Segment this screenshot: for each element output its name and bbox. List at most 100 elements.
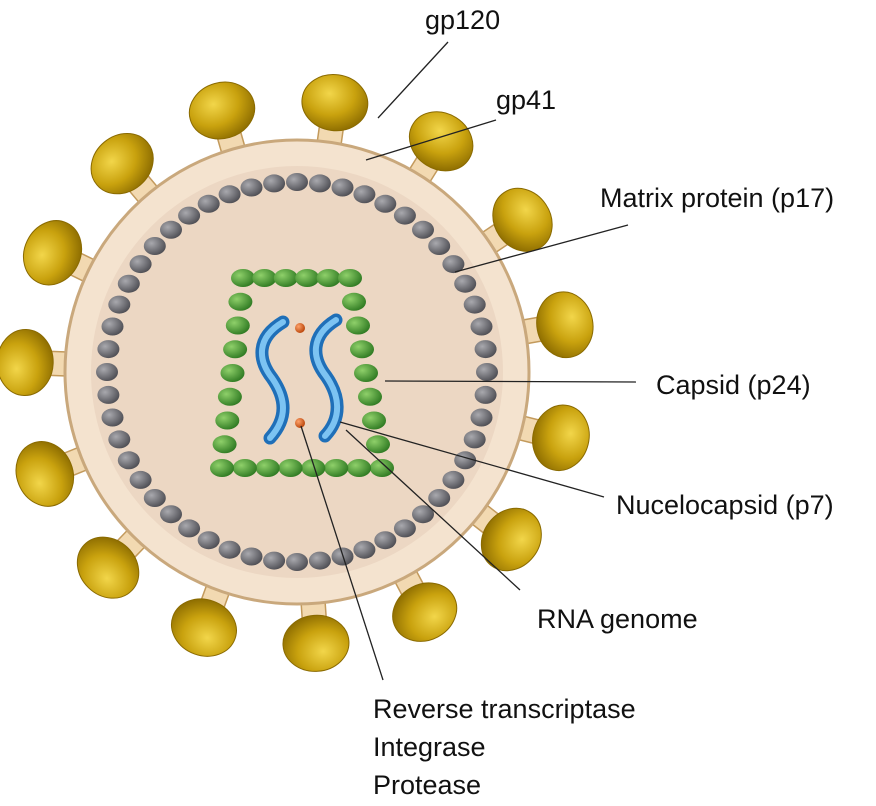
matrix-protein-bead bbox=[428, 489, 451, 507]
capsid-protein-bead bbox=[354, 364, 378, 382]
capsid-protein-bead bbox=[255, 459, 280, 477]
capsid-protein-bead bbox=[316, 269, 341, 287]
matrix-protein-bead bbox=[178, 519, 201, 538]
gp120-knob bbox=[492, 187, 553, 252]
matrix-protein-bead bbox=[178, 206, 201, 225]
matrix-protein-bead bbox=[470, 317, 493, 336]
matrix-protein-bead bbox=[101, 317, 124, 336]
capsid-protein-bead bbox=[231, 269, 255, 287]
matrix-protein-bead bbox=[197, 194, 220, 213]
matrix-protein-bead bbox=[353, 540, 376, 559]
matrix-protein-bead bbox=[108, 295, 131, 314]
capsid-protein-bead bbox=[366, 435, 390, 454]
gp120-knob bbox=[171, 598, 237, 657]
matrix-layer bbox=[96, 173, 498, 571]
matrix-protein-bead bbox=[308, 551, 331, 570]
matrix-protein-bead bbox=[463, 295, 486, 314]
label-rna-genome: RNA genome bbox=[537, 604, 698, 634]
matrix-protein-bead bbox=[374, 194, 397, 213]
gp120-knob bbox=[392, 582, 458, 642]
capsid-protein-bead bbox=[347, 459, 372, 477]
gp120-knob bbox=[15, 441, 75, 507]
capsid-protein-bead bbox=[232, 459, 257, 477]
leader-line-enzymes bbox=[300, 425, 384, 681]
enzyme-dot bbox=[295, 418, 305, 428]
matrix-protein-bead bbox=[331, 178, 354, 197]
matrix-protein-bead bbox=[160, 505, 182, 524]
label-gp120: gp120 bbox=[425, 5, 501, 35]
label-integrase: Integrase bbox=[373, 732, 486, 762]
matrix-protein-bead bbox=[97, 340, 120, 359]
capsid-protein-bead bbox=[228, 292, 253, 311]
capsid-protein-bead bbox=[324, 459, 349, 477]
gp120-knob bbox=[90, 132, 154, 195]
capsid-protein-bead bbox=[342, 292, 366, 311]
capsid-protein-bead bbox=[223, 340, 248, 359]
leader-lines bbox=[300, 41, 637, 681]
capsid-protein-bead bbox=[301, 459, 326, 477]
capsid-protein-bead bbox=[346, 316, 370, 335]
matrix-protein-bead bbox=[129, 470, 152, 489]
matrix-protein-bead bbox=[101, 408, 124, 427]
leader-line-gp41 bbox=[365, 119, 497, 161]
gp120-knob bbox=[23, 220, 83, 286]
capsid-protein-bead bbox=[338, 269, 362, 287]
matrix-protein-bead bbox=[474, 385, 497, 404]
envelope-spike bbox=[188, 81, 256, 167]
matrix-protein-bead bbox=[143, 237, 166, 255]
matrix-protein-bead bbox=[263, 174, 286, 193]
leader-line-capsid bbox=[384, 380, 637, 383]
envelope-spike bbox=[508, 291, 594, 359]
matrix-protein-bead bbox=[218, 185, 241, 204]
matrix-protein-bead bbox=[108, 430, 131, 449]
rna-genome-strands bbox=[255, 313, 344, 445]
gp120-knob bbox=[76, 536, 140, 599]
envelope-spike bbox=[402, 111, 474, 194]
matrix-protein-bead bbox=[197, 531, 220, 550]
matrix-protein-bead bbox=[160, 220, 182, 239]
label-gp41: gp41 bbox=[496, 85, 557, 115]
gp120-knob bbox=[188, 81, 256, 140]
matrix-protein-bead bbox=[143, 489, 166, 507]
rna-strand bbox=[312, 317, 341, 439]
capsid-protein-bead bbox=[212, 435, 237, 454]
capsid-protein-bead bbox=[370, 459, 394, 477]
label-nucleocapsid: Nucelocapsid (p7) bbox=[616, 490, 834, 520]
matrix-protein-bead bbox=[463, 430, 486, 449]
capsid-protein-bead bbox=[362, 411, 386, 430]
capsid-protein-bead bbox=[217, 387, 242, 406]
label-capsid: Capsid (p24) bbox=[656, 370, 811, 400]
capsid-protein-bead bbox=[358, 387, 382, 406]
matrix-protein-bead bbox=[96, 363, 118, 381]
leader-line-nucleocapsid bbox=[339, 421, 605, 498]
matrix-protein-bead bbox=[218, 540, 241, 559]
label-reverse-transcriptase: Reverse transcriptase bbox=[373, 694, 636, 724]
matrix-protein-bead bbox=[374, 531, 397, 550]
matrix-protein-bead bbox=[353, 185, 376, 204]
matrix-protein-bead bbox=[286, 173, 308, 191]
gp120-knob bbox=[301, 74, 369, 132]
matrix-protein-bead bbox=[97, 385, 120, 404]
matrix-protein-bead bbox=[240, 547, 263, 566]
capsid-core bbox=[210, 269, 394, 477]
virion-interior bbox=[91, 166, 503, 578]
capsid-protein-bead bbox=[350, 340, 374, 359]
gp120-knob bbox=[532, 404, 590, 472]
leader-line-gp120 bbox=[377, 41, 449, 119]
gp120-knob bbox=[0, 329, 54, 397]
gp120-knob bbox=[536, 291, 594, 359]
matrix-protein-bead bbox=[393, 206, 416, 225]
capsid-protein-bead bbox=[295, 269, 320, 287]
matrix-protein-bead bbox=[117, 451, 140, 470]
matrix-protein-bead bbox=[263, 551, 286, 570]
matrix-protein-bead bbox=[428, 237, 451, 255]
matrix-protein-bead bbox=[286, 553, 308, 571]
capsid-protein-bead bbox=[215, 411, 240, 430]
matrix-protein-bead bbox=[412, 220, 434, 239]
matrix-protein-bead bbox=[393, 519, 416, 538]
label-enzymes: Reverse transcriptase Integrase Protease bbox=[373, 690, 636, 804]
rna-strand bbox=[258, 319, 286, 441]
leader-line-matrix bbox=[454, 224, 629, 273]
